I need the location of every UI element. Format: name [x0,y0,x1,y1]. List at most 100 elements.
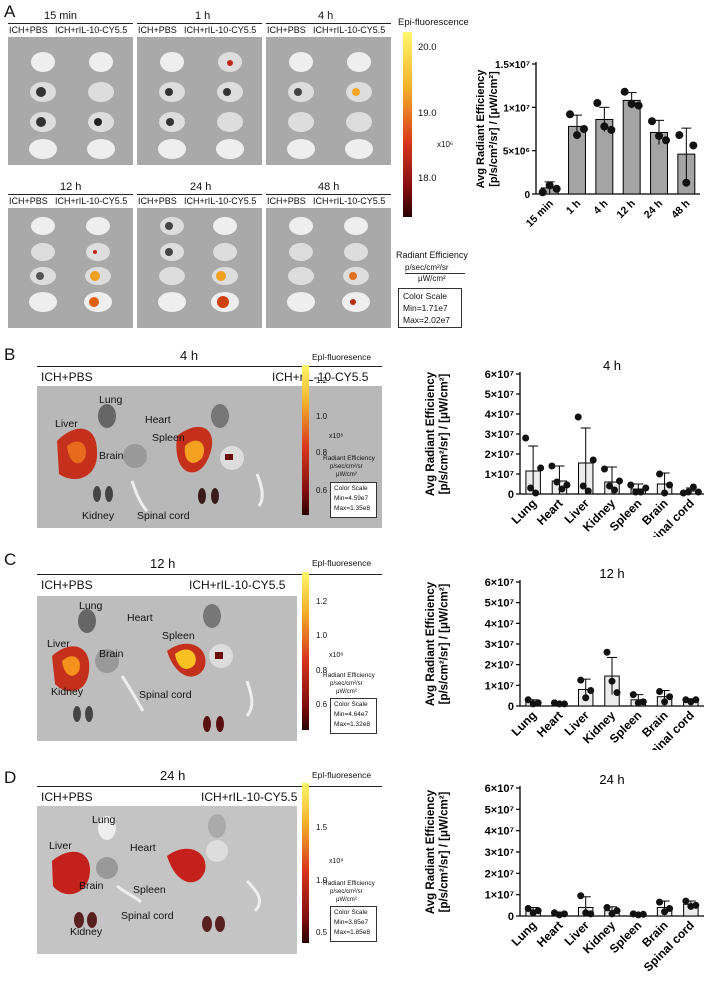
image-tile-48h [266,208,391,328]
organ-label: Spinal cord [121,910,174,922]
organ-drawing [52,814,261,932]
data-point [684,488,692,496]
group-right-label: ICH+rIL-10-CY5.5 [55,25,128,35]
scale-max: Max=1.35e8 [334,505,370,512]
data-point [656,470,664,478]
data-point [627,99,636,108]
group-right-label: ICH+rIL-10-CY5.5 [272,370,369,384]
radiant-units-num: p/sec/cm²/sr [330,681,363,687]
organ-label: Spleen [162,630,195,642]
chart-title: 4 h [603,358,621,373]
y-axis-label: Avg Radiant Efficiency[p/s/cm²/sr] / [μW… [425,581,451,706]
data-point [627,481,635,489]
data-point [534,699,542,707]
group-left-label: ICH+PBS [41,370,93,384]
data-point [675,131,684,140]
data-point [611,486,618,494]
data-point [639,910,647,918]
data-point [639,698,647,706]
divider [137,23,262,24]
y-tick-label: 1×10⁷ [485,680,515,692]
data-point [603,648,611,656]
organ-label: Spinal cord [137,510,190,522]
y-tick-label: 6×10⁷ [485,783,515,795]
group-right-label: ICH+rIL-10-CY5.5 [184,196,257,206]
group-left-label: ICH+PBS [267,196,306,206]
y-tick-label: 0 [508,701,514,713]
radiant-units-num: p/sec/cm²/sr [330,464,363,470]
data-point [584,487,592,495]
scale-min: Min=1.71e7 [403,303,448,313]
data-point [666,693,674,701]
divider [8,23,133,24]
x-tick-label: 1 h [564,198,583,217]
scale-tick: 1.0 [316,631,328,640]
data-point [563,481,571,489]
x-tick-label: Heart [534,708,566,740]
data-point [527,484,535,492]
organ-image: Lung Heart Liver Spleen Brain Kidney Spi… [37,386,382,528]
group-left-label: ICH+PBS [9,196,48,206]
brain-slices [287,217,370,312]
data-point [666,481,674,489]
data-point [656,898,664,906]
organ-label: Brain [79,880,104,892]
group-left-label: ICH+PBS [138,196,177,206]
chart-title: 24 h [599,772,624,787]
data-point [553,478,561,486]
color-scale-label: Color Scale [334,701,368,708]
data-point [661,489,669,497]
color-scale-box: Color Scale Min=3.85e7 Max=1.85e8 [330,906,377,942]
scale-tick: 1.5 [316,823,328,832]
x-tick-label: Heart [534,918,566,950]
data-point [682,178,691,187]
organ-label: Lung [99,394,123,406]
x-tick-label: 12 h [614,198,637,221]
data-point [629,691,637,699]
data-point [662,136,670,145]
scale-tick: 0.5 [316,928,328,937]
scale-tick: 1.2 [316,376,328,385]
y-tick-label: 4×10⁷ [485,618,515,630]
y-axis-label: Avg Radiant Efficiency[p/s/cm²/sr] / [μW… [425,371,451,496]
group-right-label: ICH+rIL-10-CY5.5 [55,196,128,206]
data-point [566,110,574,119]
data-point [577,676,585,684]
organ-image: Lung Heart Spleen Liver Brain Kidney Spi… [37,596,297,741]
organ-label: Brain [99,450,124,462]
divider [266,23,391,24]
data-point [524,696,532,704]
timepoint-label: 1 h [195,10,211,22]
data-point [603,903,611,911]
y-tick-label: 0 [508,489,514,501]
data-point [606,482,613,490]
timepoint-label: 15 min [44,10,78,22]
data-point [582,694,590,702]
scale-max: Max=1.32e8 [334,721,370,728]
data-point [552,184,561,193]
data-point [689,141,698,150]
x-tick-label: 4 h [591,198,610,217]
organ-label: Heart [130,842,156,854]
radiant-units-den: μW/cm² [336,472,357,478]
panel-title: 24 h [160,768,186,783]
y-tick-label: 6×10⁷ [485,369,515,381]
data-point [589,456,597,464]
group-right-label: ICH+rIL-10-CY5.5 [313,196,386,206]
scale-tick: 0.6 [316,700,328,709]
organ-label: Heart [127,612,153,624]
group-left-label: ICH+PBS [267,25,306,35]
y-tick-label: 5×10⁷ [485,598,515,610]
radiant-label: Radiant Efficiency [323,672,375,679]
y-tick-label: 1×10⁷ [503,103,530,114]
radiant-units-num: p/sec/cm²/sr [405,263,449,272]
data-point [613,689,621,697]
panel-label-b: B [4,345,16,364]
group-right-label: ICH+rIL-10-CY5.5 [201,790,298,804]
radiant-units-den: μW/cm² [336,897,357,903]
panel-label-a: A [4,2,16,21]
y-tick-label: 2×10⁷ [485,868,515,880]
image-tile-15min [8,37,133,165]
y-axis-label: Avg Radiant Efficiency[p/s/cm²/sr] / [μW… [475,69,500,189]
scale-title: Epl-fluoresence [312,352,372,362]
